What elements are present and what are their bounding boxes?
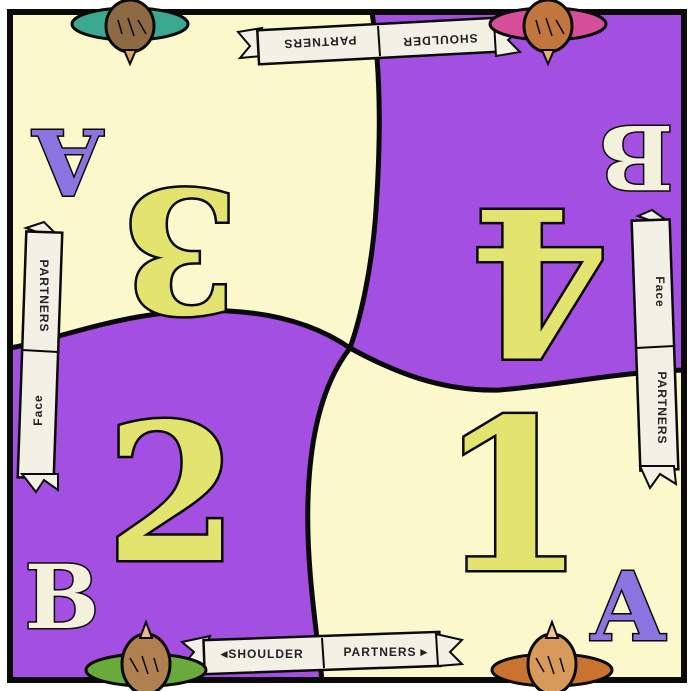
number-3: 3 [121, 149, 239, 349]
letter-a-bottom-right: A [590, 552, 666, 663]
number-2: 2 [106, 382, 238, 605]
ribbon-bottom: SHOULDER PARTNERS ◄ ► [182, 632, 462, 674]
svg-text:◄: ◄ [218, 647, 231, 661]
ribbon-left-face-text: Face [31, 394, 45, 425]
ribbon-bottom-partners-text: PARTNERS [343, 645, 416, 659]
number-4: 4 [470, 162, 609, 397]
ribbon-bottom-shoulder-text: SHOULDER [228, 647, 303, 661]
letter-a-top-left: A [32, 108, 104, 214]
ribbon-left: PARTNERS Face [18, 222, 63, 492]
number-1: 1 [439, 373, 585, 620]
ribbon-left-partners-text: PARTNERS [37, 259, 51, 332]
letter-b-bottom-left: B [25, 545, 99, 649]
ribbon-right: Face PARTNERS [632, 210, 679, 488]
ribbon-right-partners-text: PARTNERS [655, 371, 669, 444]
ribbon-right-face-text: Face [653, 276, 667, 307]
letter-b-top-right: B [599, 105, 673, 209]
svg-text:►: ► [418, 645, 431, 659]
